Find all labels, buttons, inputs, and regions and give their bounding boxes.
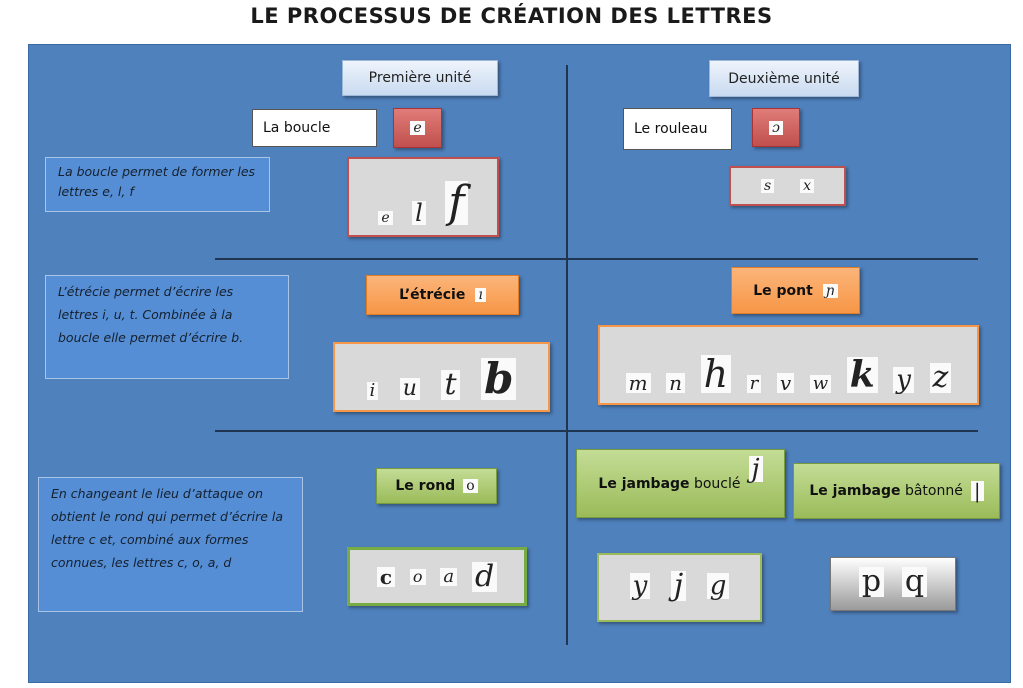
- rond-description: En changeant le lieu d’attaque on obtien…: [38, 477, 303, 612]
- letter: y: [893, 367, 914, 393]
- boucle-label: La boucle: [252, 109, 377, 147]
- letter: w: [809, 375, 832, 393]
- letter: y: [629, 572, 651, 599]
- letter: |: [970, 481, 984, 501]
- jambage-boucle-letters-box: y j g: [597, 553, 762, 622]
- pont-label: Le pont ɲ: [731, 267, 860, 314]
- rouleau-letters-box: s x: [729, 166, 846, 206]
- rouleau-label: Le rouleau: [623, 108, 732, 150]
- letter: f: [445, 181, 468, 225]
- label-rest: bâtonné: [904, 483, 963, 499]
- label: Le pont: [753, 282, 813, 299]
- letter: p: [858, 567, 885, 597]
- letter: e: [378, 211, 393, 225]
- rouleau-symbol: ɔ: [752, 108, 800, 147]
- jambage-baton-letters-box: p q: [830, 557, 956, 611]
- horizontal-divider: [215, 258, 978, 260]
- letter: ɔ: [769, 120, 783, 135]
- letter: e: [410, 121, 425, 135]
- boucle-description: La boucle permet de former les lettres e…: [45, 157, 270, 212]
- boucle-letters-box: e l f: [347, 157, 499, 237]
- letter: m: [625, 373, 651, 393]
- label: Le rond: [395, 478, 456, 494]
- vertical-divider: [566, 65, 568, 645]
- horizontal-divider: [215, 430, 978, 432]
- letter: c: [376, 566, 396, 587]
- letter: ɲ: [822, 283, 838, 298]
- rond-letters-box: c o a d: [347, 547, 527, 606]
- letter: j: [748, 456, 763, 482]
- letter: v: [776, 373, 795, 393]
- unit2-header: Deuxième unité: [709, 60, 859, 97]
- label-bold: Le jambage: [809, 483, 901, 499]
- letter: a: [440, 567, 458, 586]
- letter: z: [929, 363, 952, 393]
- pont-letters-box: m n h r v w k y z: [598, 325, 979, 405]
- label: L’étrécie: [399, 287, 466, 303]
- letter: o: [463, 479, 478, 493]
- letter: b: [481, 358, 517, 400]
- letter: s: [760, 179, 775, 193]
- label-bold: Le jambage: [598, 475, 690, 492]
- etrecie-letters-box: i u t b: [333, 342, 550, 412]
- letter: q: [901, 567, 928, 597]
- label-rest: bouclé: [693, 475, 741, 492]
- letter: x: [800, 179, 815, 193]
- letter: g: [706, 572, 730, 599]
- letter: n: [666, 373, 686, 393]
- boucle-symbol: e: [393, 108, 442, 148]
- letter: ı: [475, 288, 486, 302]
- rond-label: Le rond o: [376, 468, 497, 504]
- page-title: LE PROCESSUS DE CRÉATION DES LETTRES: [250, 4, 773, 28]
- etrecie-label: L’étrécie ı: [366, 275, 519, 315]
- etrecie-description: L’étrécie permet d’écrire les lettres i,…: [45, 275, 289, 379]
- letter: o: [409, 568, 426, 585]
- unit1-header: Première unité: [342, 60, 498, 96]
- letter: t: [441, 370, 460, 400]
- letter: j: [670, 570, 687, 601]
- letter: h: [700, 355, 732, 393]
- letter: u: [399, 378, 420, 400]
- letter: k: [846, 357, 878, 393]
- letter: i: [366, 382, 379, 400]
- letter: l: [412, 201, 426, 225]
- letter: d: [471, 561, 498, 592]
- jambage-baton-label: Le jambage bâtonné |: [793, 463, 1000, 519]
- letter: r: [746, 375, 762, 393]
